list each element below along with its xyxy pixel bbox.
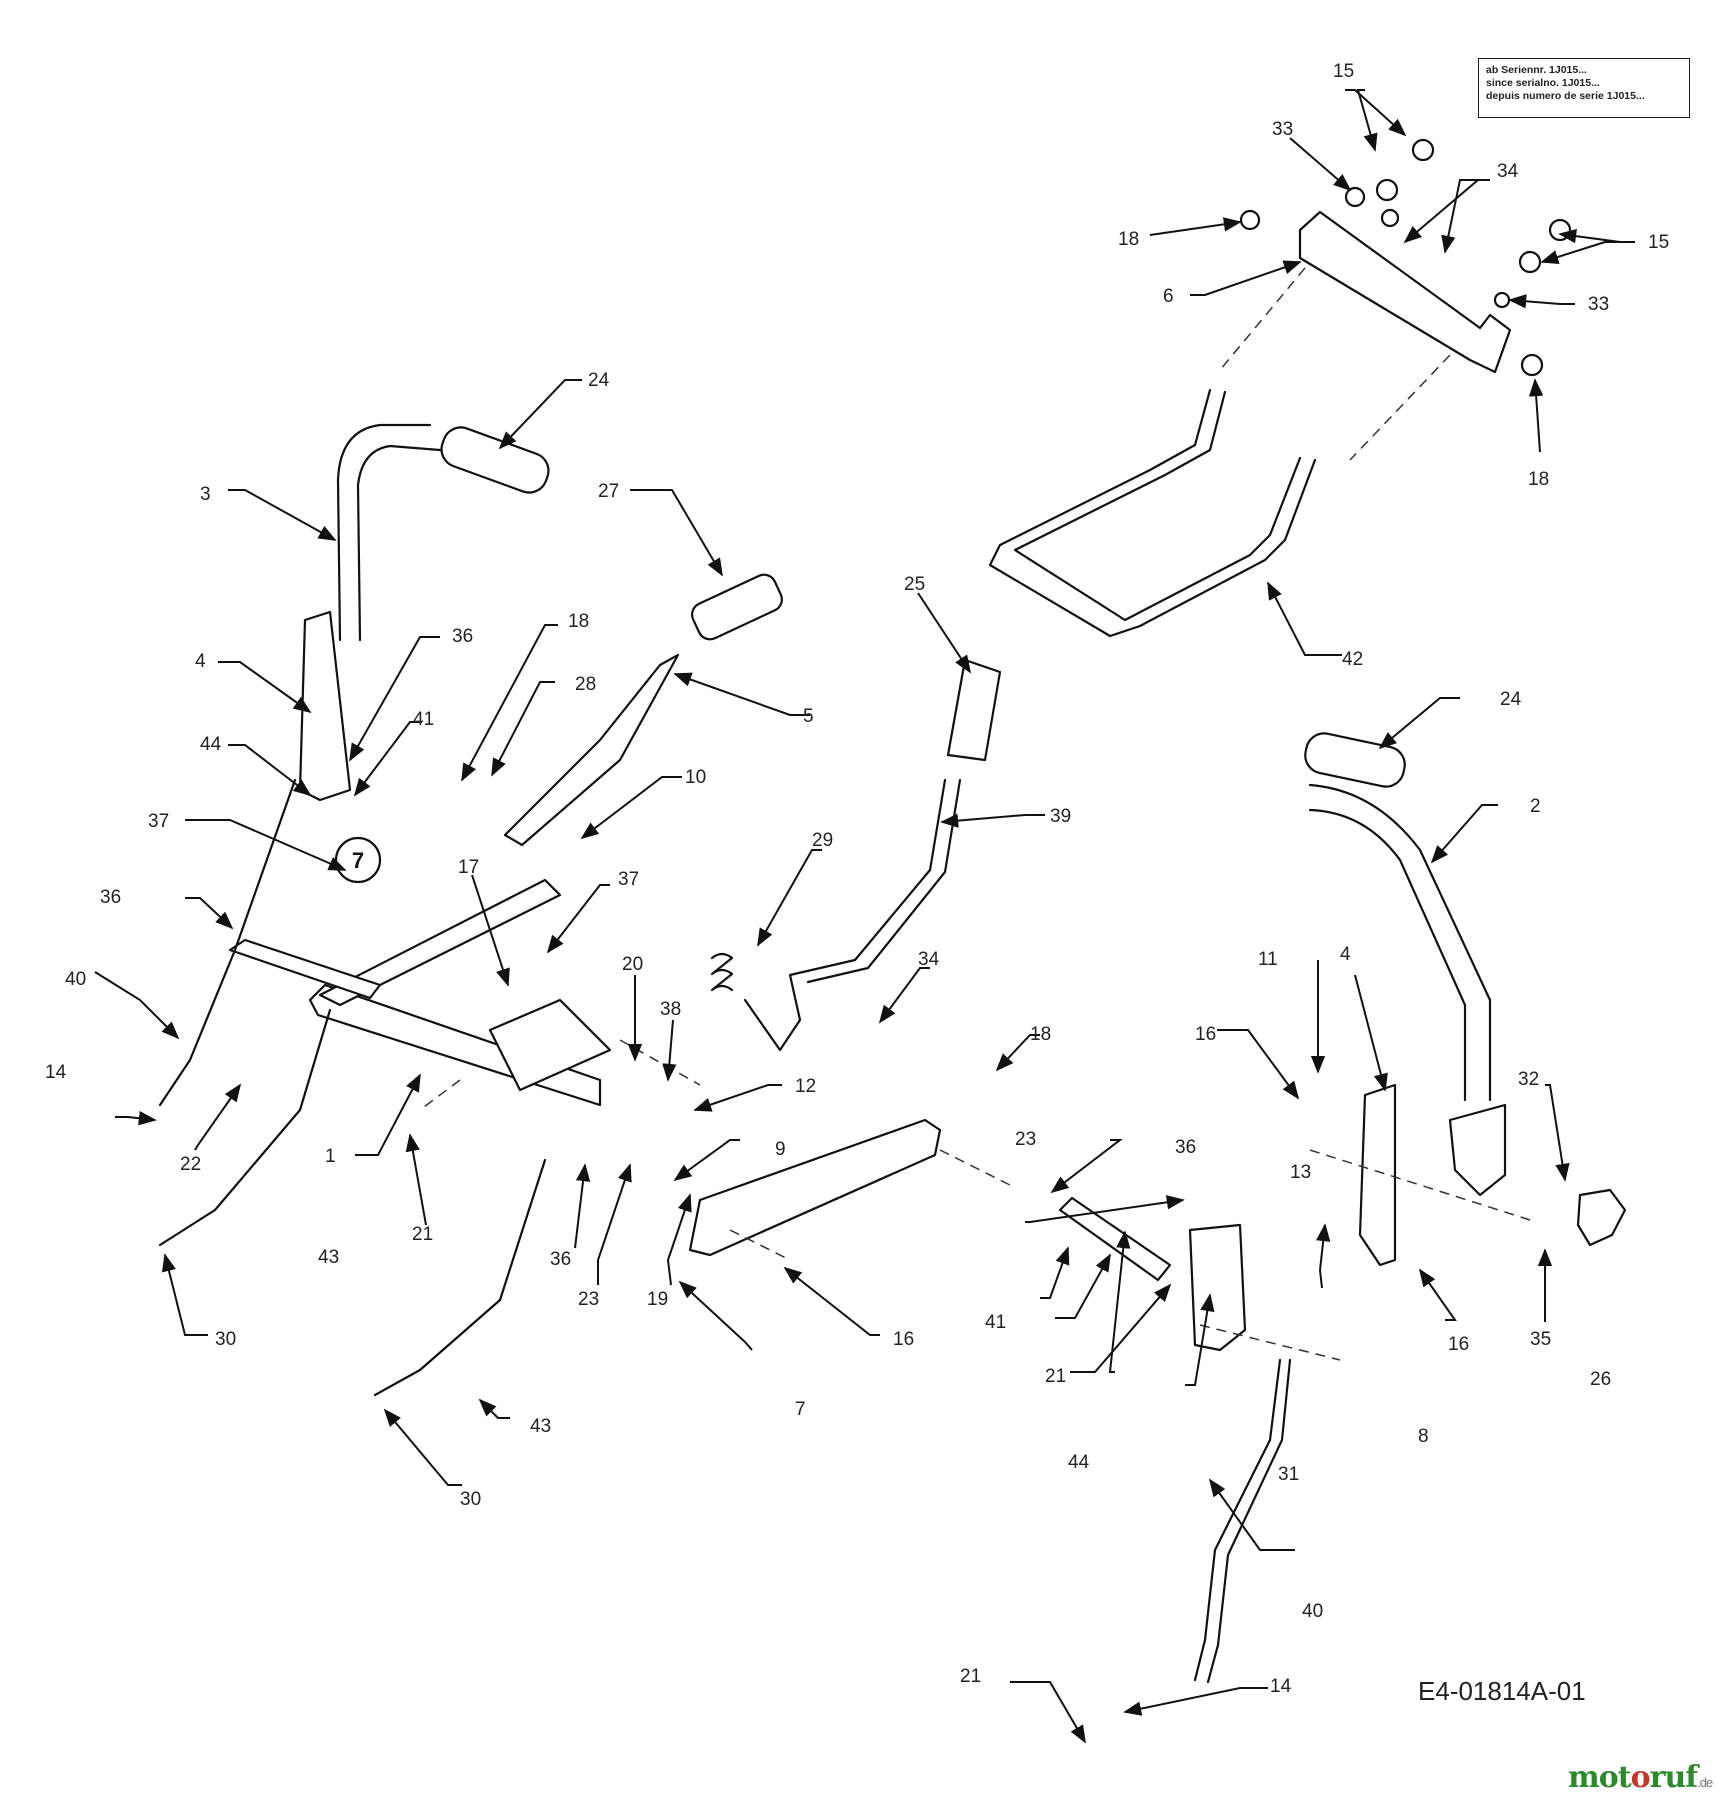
part-label: 18	[568, 611, 589, 632]
part-lever-5	[503, 653, 680, 847]
part-plate-44	[1188, 1223, 1247, 1352]
part-label: 24	[1500, 689, 1522, 710]
watermark-logo: motoruf.de	[1568, 1760, 1713, 1795]
part-label: 7	[795, 1399, 806, 1420]
part-shaft-41	[1058, 1196, 1172, 1282]
part-label: 36	[1175, 1137, 1196, 1158]
part-label: 31	[1278, 1464, 1299, 1485]
part-label: 32	[1518, 1069, 1539, 1090]
part-label: 21	[960, 1666, 981, 1687]
part-drawings: 7	[158, 138, 1627, 1684]
drawing-code: E4-01814A-01	[1418, 1676, 1586, 1706]
part-label: 37	[148, 811, 169, 832]
part-label: 12	[795, 1076, 816, 1097]
part-label: 34	[918, 949, 940, 970]
callout-circle-text: 7	[352, 848, 364, 873]
part-label: 2	[1530, 796, 1541, 817]
watermark-tld: .de	[1697, 1775, 1713, 1790]
part-label: 13	[1290, 1162, 1311, 1183]
part-label: 23	[578, 1289, 599, 1310]
part-label: 36	[452, 626, 473, 647]
part-rod-40	[1193, 1358, 1282, 1682]
part-label: 23	[1015, 1129, 1036, 1150]
part-label: 36	[550, 1249, 571, 1270]
part-label: 33	[1588, 294, 1609, 315]
part-label: 43	[530, 1416, 551, 1437]
part-label: 1	[325, 1146, 336, 1167]
part-label: 14	[1270, 1676, 1292, 1697]
part-label: 40	[1302, 1601, 1323, 1622]
part-label: 18	[1118, 229, 1139, 250]
part-label: 18	[1528, 469, 1549, 490]
part-label: 44	[200, 734, 222, 755]
part-label: 4	[1340, 944, 1351, 965]
part-label: 25	[904, 574, 925, 595]
part-label: 43	[318, 1247, 339, 1268]
part-label: 41	[413, 709, 434, 730]
part-label: 11	[1258, 949, 1278, 970]
part-label: 41	[985, 1312, 1006, 1333]
part-label: 27	[598, 481, 619, 502]
leaders	[94, 89, 1635, 1744]
part-bracket-mid	[488, 998, 612, 1092]
part-spring	[710, 952, 734, 992]
part-label: 38	[660, 999, 681, 1020]
part-bracket-bar	[1298, 210, 1512, 374]
part-labels: 15 33 34 18 15 6 33 18 24 3 27 25 42 18 …	[45, 61, 1669, 1697]
part-knob	[1576, 1188, 1627, 1247]
notice-line-de: ab Seriennr. 1J015...	[1486, 64, 1587, 76]
part-label: 15	[1648, 232, 1669, 253]
part-label: 16	[893, 1329, 914, 1350]
part-label: 21	[412, 1224, 433, 1245]
serial-notice-box: ab Seriennr. 1J015... since serialno. 1J…	[1478, 58, 1690, 118]
part-label: 19	[647, 1289, 668, 1310]
notice-line-en: since serialno. 1J015...	[1486, 77, 1600, 89]
part-label: 20	[622, 954, 643, 975]
part-label: 34	[1497, 161, 1519, 182]
part-label: 26	[1590, 1369, 1611, 1390]
part-link-7	[688, 1118, 942, 1257]
notice-line-fr: depuis numero de serie 1J015...	[1486, 90, 1645, 102]
part-lever-handle-2	[1308, 783, 1492, 1102]
part-label: 24	[588, 370, 610, 391]
part-label: 39	[1050, 806, 1071, 827]
part-label: 14	[45, 1062, 67, 1083]
part-label: 30	[460, 1489, 481, 1510]
part-label: 3	[200, 484, 211, 505]
part-label: 18	[1030, 1024, 1051, 1045]
part-label: 17	[458, 857, 479, 878]
part-label: 35	[1530, 1329, 1551, 1350]
part-label: 33	[1272, 119, 1293, 140]
part-label: 37	[618, 869, 639, 890]
part-rod-43-b	[373, 1158, 547, 1397]
part-label: 22	[180, 1154, 201, 1175]
part-grip-25	[946, 658, 1002, 762]
part-label: 30	[215, 1329, 236, 1350]
part-label: 36	[100, 887, 121, 908]
part-label: 9	[775, 1139, 786, 1160]
part-label: 6	[1163, 286, 1174, 307]
part-label: 40	[65, 969, 86, 990]
part-label: 8	[1418, 1426, 1429, 1447]
part-label: 44	[1068, 1452, 1090, 1473]
part-label: 28	[575, 674, 596, 695]
part-label: 4	[195, 651, 206, 672]
part-plate-left	[298, 610, 352, 802]
part-label: 15	[1333, 61, 1354, 82]
part-label: 5	[803, 706, 814, 727]
part-label: 10	[685, 767, 706, 788]
part-rod-39	[743, 778, 947, 1052]
part-label: 16	[1195, 1024, 1216, 1045]
part-rod-40-left	[158, 778, 297, 1107]
part-label: 21	[1045, 1366, 1066, 1387]
part-plate-right	[1358, 1083, 1397, 1267]
part-label: 16	[1448, 1334, 1469, 1355]
part-label: 42	[1342, 649, 1363, 670]
part-label: 29	[812, 830, 833, 851]
part-lever-handle	[336, 423, 432, 642]
part-u-handle	[988, 388, 1317, 638]
part-rod-43-a	[158, 1008, 332, 1247]
